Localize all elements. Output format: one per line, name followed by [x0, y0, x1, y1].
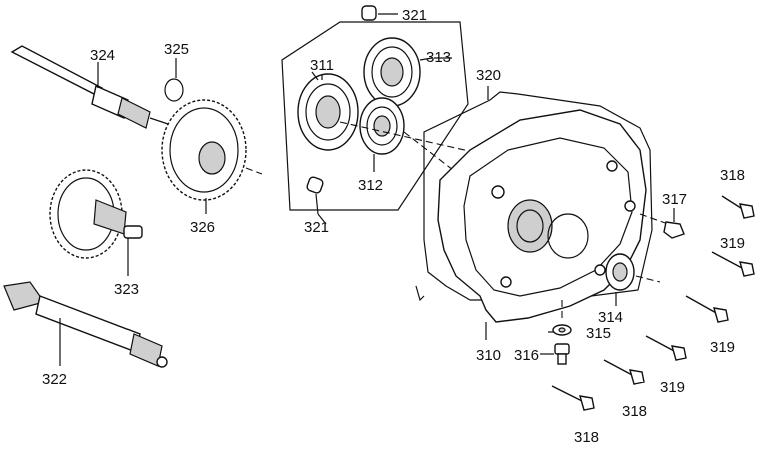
bolt-318-mid: [603, 359, 645, 385]
bearing-311: [297, 73, 359, 151]
label-314: 314: [598, 309, 623, 326]
label-310: 310: [476, 347, 501, 364]
label-326: 326: [190, 219, 215, 236]
bolt-317: [639, 213, 685, 239]
label-323: 323: [114, 281, 139, 298]
label-312: 312: [358, 177, 383, 194]
label-317: 317: [662, 191, 687, 208]
label-324: 324: [90, 47, 115, 64]
label-313: 313: [426, 49, 451, 66]
label-318-mid: 318: [622, 403, 647, 420]
dowel-pin-lower: [306, 176, 324, 215]
gear-326: [161, 99, 263, 214]
circlip-325: [164, 58, 184, 102]
label-319-mid: 319: [710, 339, 735, 356]
shaft-322: [3, 281, 168, 368]
label-311: 311: [310, 57, 334, 74]
drain-bolt-316: [554, 343, 570, 365]
bearing-313: [363, 37, 433, 107]
label-319-low: 319: [660, 379, 685, 396]
label-321-top: 321: [402, 7, 427, 24]
washer-315: [552, 324, 572, 336]
label-321-lower: 321: [304, 219, 329, 236]
label-318-low: 318: [574, 429, 599, 446]
dowel-pin-top: [361, 5, 398, 21]
bolt-319-mid: [685, 295, 729, 323]
label-322: 322: [42, 371, 67, 388]
bolt-318-top: [721, 195, 755, 219]
oil-seal-314: [605, 253, 661, 306]
label-319-top: 319: [720, 235, 745, 252]
transmission-case-310: [437, 109, 647, 340]
gasket-320: [415, 86, 653, 302]
label-325: 325: [164, 41, 189, 58]
gear-323: [49, 169, 143, 276]
bolt-318-low: [551, 385, 595, 411]
label-320: 320: [476, 67, 501, 84]
shaft-324: [10, 45, 201, 139]
bolt-319-top: [711, 251, 755, 277]
bearing-kit-outline: [281, 21, 469, 211]
label-316: 316: [514, 347, 539, 364]
label-315: 315: [586, 325, 611, 342]
bolt-319-low: [645, 335, 687, 361]
label-318-top: 318: [720, 167, 745, 184]
